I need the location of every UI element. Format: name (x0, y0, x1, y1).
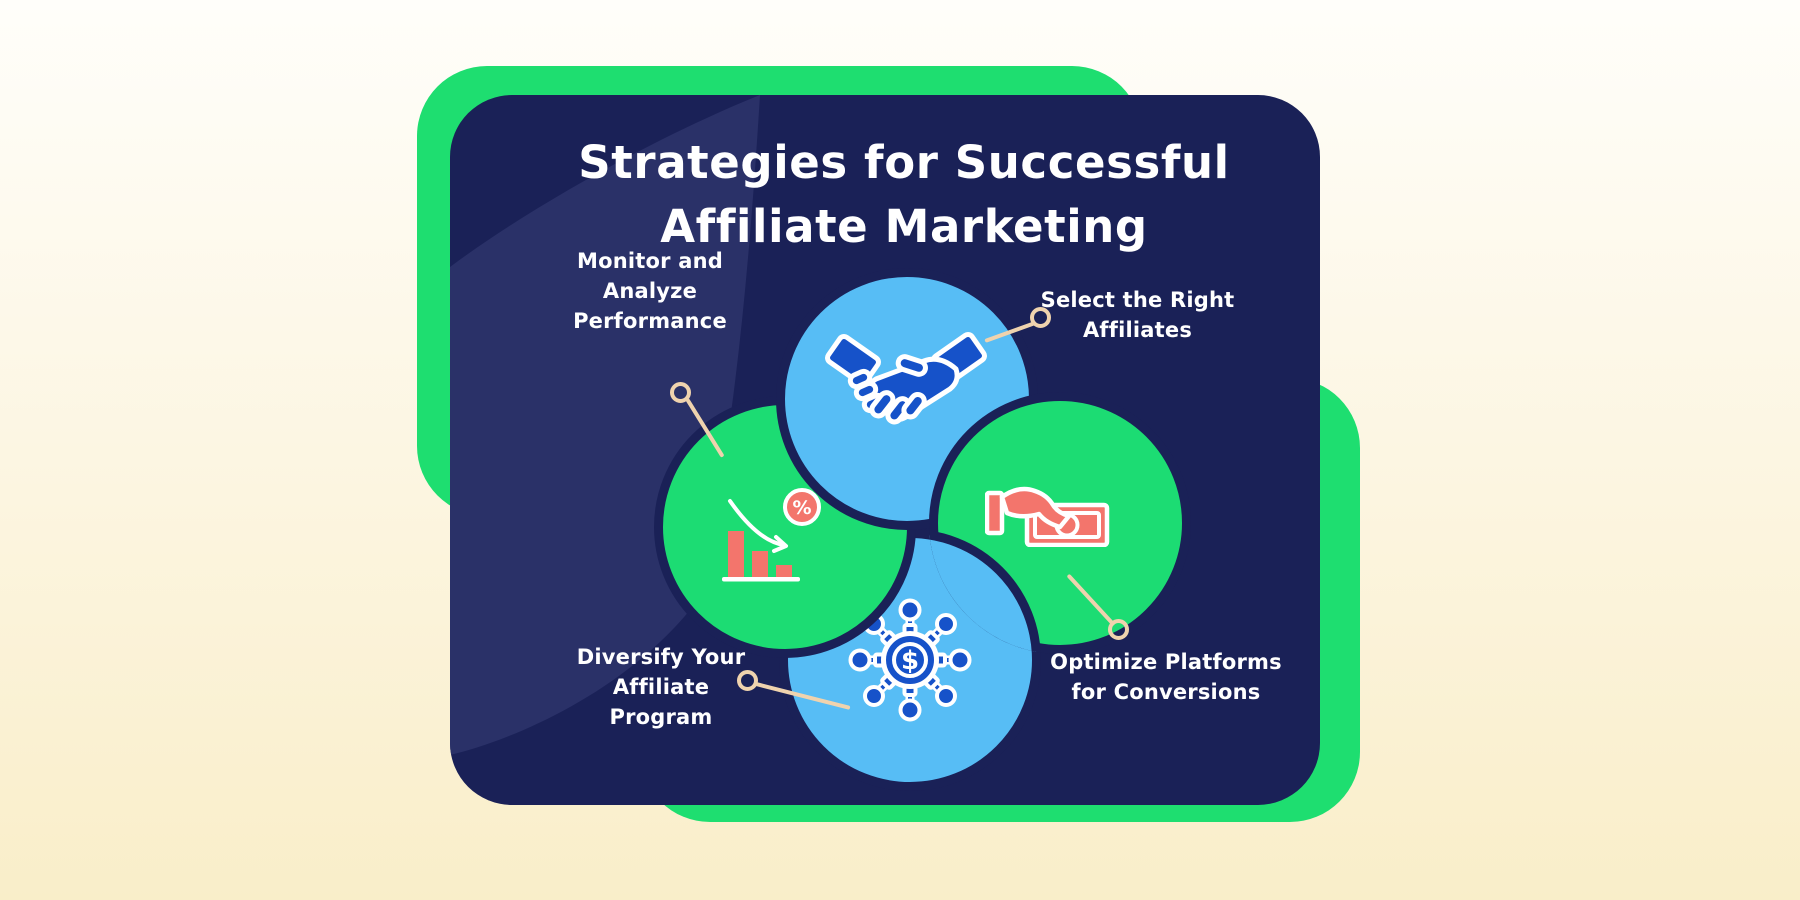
label-line: Affiliates (1082, 318, 1193, 342)
strategy-label-diversify: Diversify Your Affiliate Program (561, 642, 761, 732)
dollar-network-icon: $ (848, 598, 972, 722)
hand-giving-money-icon (985, 486, 1110, 547)
declining-bar-chart-percent-icon: % (722, 488, 821, 582)
strategy-label-optimize: Optimize Platforms for Conversions (1016, 647, 1316, 707)
label-line: Analyze (602, 279, 698, 303)
label-line: for Conversions (1071, 680, 1261, 704)
dollar-glyph: $ (901, 646, 919, 676)
connector-ring-optimize (1108, 619, 1129, 640)
connector-ring-monitor (670, 382, 691, 403)
connector-ring-diversify (737, 670, 758, 691)
page-title-line2: Affiliate Marketing (660, 200, 1148, 253)
connector-ring-select (1030, 307, 1051, 328)
page-title-line1: Strategies for Successful (578, 136, 1230, 189)
strategy-label-monitor: Monitor and Analyze Performance (550, 246, 750, 336)
label-line: Monitor and (577, 249, 723, 273)
strategy-label-select: Select the Right Affiliates (1015, 285, 1260, 345)
label-line: Program (609, 705, 713, 729)
label-line: Optimize Platforms (1050, 650, 1282, 674)
label-line: Diversify Your (576, 645, 746, 669)
handshake-icon (825, 331, 987, 425)
label-line: Select the Right (1040, 288, 1235, 312)
percent-glyph: % (792, 497, 811, 519)
page-title: Strategies for Successful Affiliate Mark… (450, 131, 1320, 259)
label-line: Affiliate (612, 675, 710, 699)
label-line: Performance (573, 309, 727, 333)
info-card: Strategies for Successful Affiliate Mark… (450, 95, 1320, 805)
